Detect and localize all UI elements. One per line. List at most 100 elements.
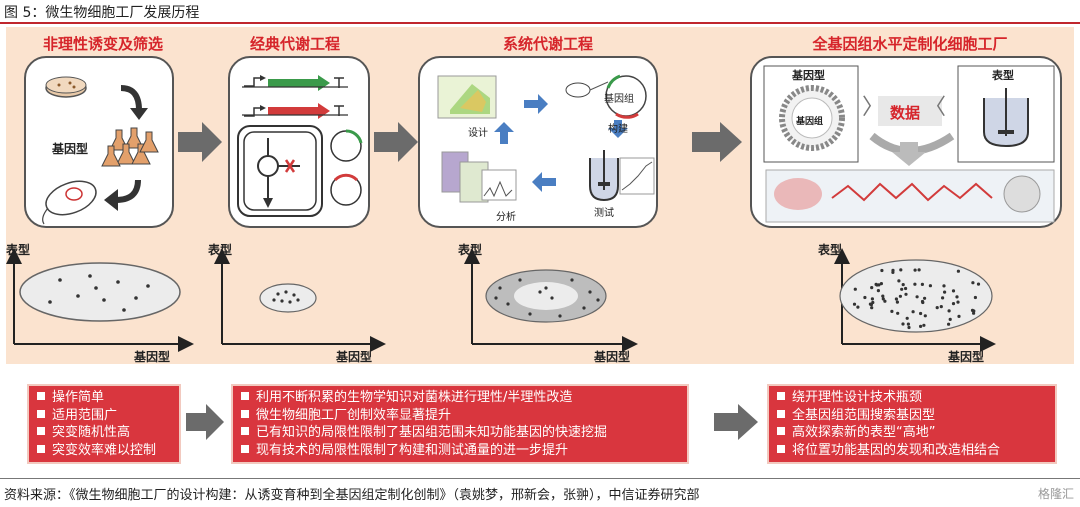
phenotype-dot (863, 295, 867, 300)
bullet-item: 利用不断积累的生物学知识对菌株进行理性/半理性改造 (241, 389, 679, 407)
stage-arrow-3 (692, 122, 742, 162)
phenotype-dot (913, 282, 917, 286)
phenotype-dot (904, 292, 908, 296)
stage-3-box: 设计 基因组 构建 测试 分析 (418, 56, 658, 228)
plot-1-ylabel: 表型 (6, 243, 31, 257)
phenotype-dot (920, 299, 925, 304)
phenotype-dot (942, 284, 946, 288)
bullet-text: 全基因组范围搜索基因型 (792, 407, 936, 423)
phenotype-box-label: 表型 (992, 69, 1014, 82)
phenotype-dot (901, 283, 905, 287)
stage-2-box (228, 56, 370, 228)
figure-title: 图 5：微生物细胞工厂发展历程 (4, 5, 200, 21)
construct-label: 构建 (608, 124, 628, 135)
bullet-text: 将位置功能基因的发现和改造相结合 (792, 442, 1001, 458)
bullet-item: 现有技术的局限性限制了构建和测试通量的进一步提升 (241, 442, 679, 460)
phenotype-dot (956, 300, 960, 304)
phenotype-dot (922, 323, 926, 327)
bullet-text: 微生物细胞工厂创制效率显著提升 (256, 407, 452, 423)
stage-1-genotype-label: 基因型 (52, 142, 89, 156)
phenotype-dot (913, 268, 917, 272)
bullet-item: 操作简单 (37, 389, 171, 407)
bullet-text: 已有知识的局限性限制了基因组范围未知功能基因的快速挖掘 (256, 425, 608, 440)
bullet-item: 高效探索新的表型“高地” (777, 424, 1047, 442)
bullet-item: 全基因组范围搜索基因型 (777, 407, 1047, 425)
svg-text:〈: 〈 (924, 95, 946, 120)
design-label: 设计 (468, 128, 488, 139)
bullet-text: 适用范围广 (52, 407, 118, 423)
phenotype-dot (976, 282, 981, 286)
stage-2-title: 经典代谢工程 (249, 35, 340, 53)
bottom-arrow-1 (186, 404, 224, 440)
bottom-arrow-2 (714, 404, 758, 440)
title-divider (0, 22, 1080, 24)
plot-3-xlabel: 基因型 (594, 350, 631, 364)
phenotype-dot (891, 268, 895, 272)
genotype-box-label: 基因型 (792, 69, 825, 82)
bullet-item: 适用范围广 (37, 407, 171, 425)
phenotype-dot (900, 287, 904, 291)
bullet-item: 微生物细胞工厂创制效率显著提升 (241, 407, 679, 425)
plot-4-xlabel: 基因型 (948, 350, 985, 364)
phenotype-dot (896, 311, 900, 315)
analyze-label: 分析 (496, 212, 516, 223)
phenotype-dot (871, 300, 875, 305)
bullet-item: 突变效率难以控制 (37, 442, 171, 460)
stage-3-title: 系统代谢工程 (502, 35, 593, 53)
phenotype-dot (957, 314, 961, 318)
phenotype-dot (881, 294, 885, 298)
phenotype-dot (919, 324, 923, 328)
test-label: 测试 (594, 208, 614, 219)
phenotype-dot (911, 310, 915, 314)
phenotype-dot (880, 268, 884, 273)
phenotype-dot (907, 325, 911, 330)
phenotype-dot (881, 297, 885, 301)
phenotype-dot (870, 297, 875, 301)
phenotype-dot (906, 322, 911, 326)
stage-1-box: 基因型 (24, 56, 174, 228)
phenotype-dot (870, 306, 874, 310)
phenotype-dot (879, 282, 884, 286)
phenotype-dot (923, 296, 927, 300)
plot-2-xlabel: 基因型 (336, 350, 373, 364)
footer-divider (0, 478, 1080, 479)
plot-1-xlabel: 基因型 (134, 350, 171, 364)
bullets-middle-box: 利用不断积累的生物学知识对菌株进行理性/半理性改造 微生物细胞工厂创制效率显著提… (231, 384, 689, 464)
bullet-item: 已有知识的局限性限制了基因组范围未知功能基因的快速挖掘 (241, 424, 679, 442)
stage-arrow-1 (178, 122, 222, 162)
plot-3-ylabel: 表型 (458, 243, 483, 257)
bullets-left-box: 操作简单 适用范围广 突变随机性高 突变效率难以控制 (27, 384, 181, 464)
phenotype-dot (895, 300, 900, 304)
phenotype-dot (948, 317, 952, 321)
phenotype-dot (923, 314, 927, 318)
phenotype-dot (874, 282, 878, 286)
bullet-text: 绕开理性设计技术瓶颈 (792, 390, 923, 405)
phenotype-dot (853, 287, 857, 291)
phenotype-dot (917, 268, 921, 272)
genome-ring-label: 基因组 (796, 117, 824, 127)
metabolic-pathway-illustration (237, 75, 363, 217)
bullet-text: 利用不断积累的生物学知识对菌株进行理性/半理性改造 (256, 390, 573, 405)
genome-scale-illustration: 〉 〈 (763, 65, 1055, 223)
bullet-text: 高效探索新的表型“高地” (792, 425, 936, 440)
bullet-text: 现有技术的局限性限制了构建和测试通量的进一步提升 (256, 442, 569, 458)
phenotype-dot (939, 305, 943, 309)
stage-4-title: 全基因组水平定制化细胞工厂 (812, 35, 1008, 53)
bullets-right-box: 绕开理性设计技术瓶颈 全基因组范围搜索基因型 高效探索新的表型“高地” 将位置功… (767, 384, 1057, 464)
phenotype-dot (935, 306, 939, 310)
plot-2-ylabel: 表型 (208, 243, 233, 257)
bullet-item: 突变随机性高 (37, 424, 171, 442)
phenotype-dot (919, 311, 923, 316)
phenotype-dot (956, 269, 961, 273)
phenotype-dot (901, 322, 905, 326)
mutagenesis-illustration (42, 76, 159, 225)
phenotype-dot (870, 286, 874, 290)
data-label: 数据 (890, 104, 921, 122)
phenotype-dot (947, 309, 951, 313)
stage-1-title: 非理性诱变及筛选 (42, 35, 163, 53)
phenotype-dot (897, 279, 901, 283)
plot-4-ylabel: 表型 (818, 243, 843, 257)
watermark: 格隆汇 (1037, 487, 1074, 501)
stage-arrow-2 (374, 122, 418, 162)
phenotype-dot (955, 295, 959, 299)
